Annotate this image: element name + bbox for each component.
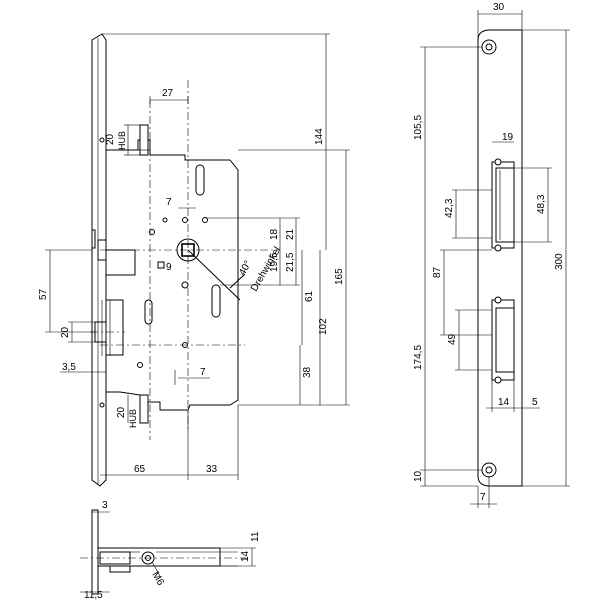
- dim-19: 19: [502, 132, 514, 143]
- dim-11-5: 11,5: [84, 590, 103, 600]
- dim-3-side: 3: [102, 500, 108, 511]
- lock-side-view: 3 14 11 M6 11,5: [80, 500, 261, 600]
- bolt-opening: [491, 299, 515, 381]
- dim-10: 10: [413, 470, 424, 482]
- dim-7-plate: 7: [480, 492, 486, 503]
- dim-18: 18: [269, 228, 280, 240]
- dim-21: 21: [285, 228, 296, 240]
- dim-14: 14: [498, 397, 510, 408]
- dim-11-side: 11: [250, 531, 261, 542]
- strike-plate-view: 30 105,5 19 42,3 48,3 300 87 174,5 49 14: [413, 2, 570, 508]
- dim-57: 57: [38, 288, 49, 300]
- hub-bottom: [139, 394, 149, 424]
- dim-65: 65: [134, 464, 146, 475]
- dim-3-5: 3,5: [62, 362, 76, 373]
- label-hub-bottom: HUB: [128, 409, 138, 428]
- dim-300: 300: [554, 253, 565, 270]
- dim-7-bottom: 7: [200, 367, 206, 378]
- dim-102: 102: [318, 318, 329, 335]
- dim-105-5: 105,5: [413, 115, 424, 140]
- dim-87: 87: [432, 266, 443, 278]
- dim-30: 30: [493, 2, 505, 13]
- dim-20-left: 20: [60, 326, 71, 338]
- dim-20-hub-bottom: 20: [116, 406, 127, 418]
- dim-174-5: 174,5: [413, 345, 424, 370]
- dim-9: 9: [166, 262, 172, 273]
- hub-top: [139, 124, 149, 156]
- dim-42-3: 42,3: [444, 198, 455, 218]
- dim-5: 5: [532, 397, 538, 408]
- lock-dimensions: 27 20 HUB 144 165 18 21 19,5 21,5 61 102: [38, 33, 350, 480]
- dim-20-hub-top: 20: [105, 133, 116, 145]
- dim-48-3: 48,3: [536, 194, 547, 214]
- dim-33: 33: [206, 464, 218, 475]
- dim-19-5: 19,5: [269, 252, 280, 272]
- strike-plate: [477, 29, 523, 487]
- dim-7-top: 7: [166, 197, 172, 208]
- latch-opening: [491, 161, 515, 249]
- dim-14-side: 14: [240, 550, 251, 562]
- dim-61: 61: [304, 290, 315, 302]
- dim-27: 27: [162, 88, 174, 99]
- dim-165: 165: [334, 268, 345, 285]
- label-hub-top: HUB: [117, 131, 127, 150]
- dim-144: 144: [314, 128, 325, 145]
- dim-38: 38: [302, 366, 313, 378]
- dim-49: 49: [447, 333, 458, 345]
- dim-21-5: 21,5: [285, 252, 296, 272]
- label-m6: M6: [149, 570, 166, 588]
- angle-40: 40°: [237, 259, 254, 278]
- lock-front-view: [90, 33, 280, 487]
